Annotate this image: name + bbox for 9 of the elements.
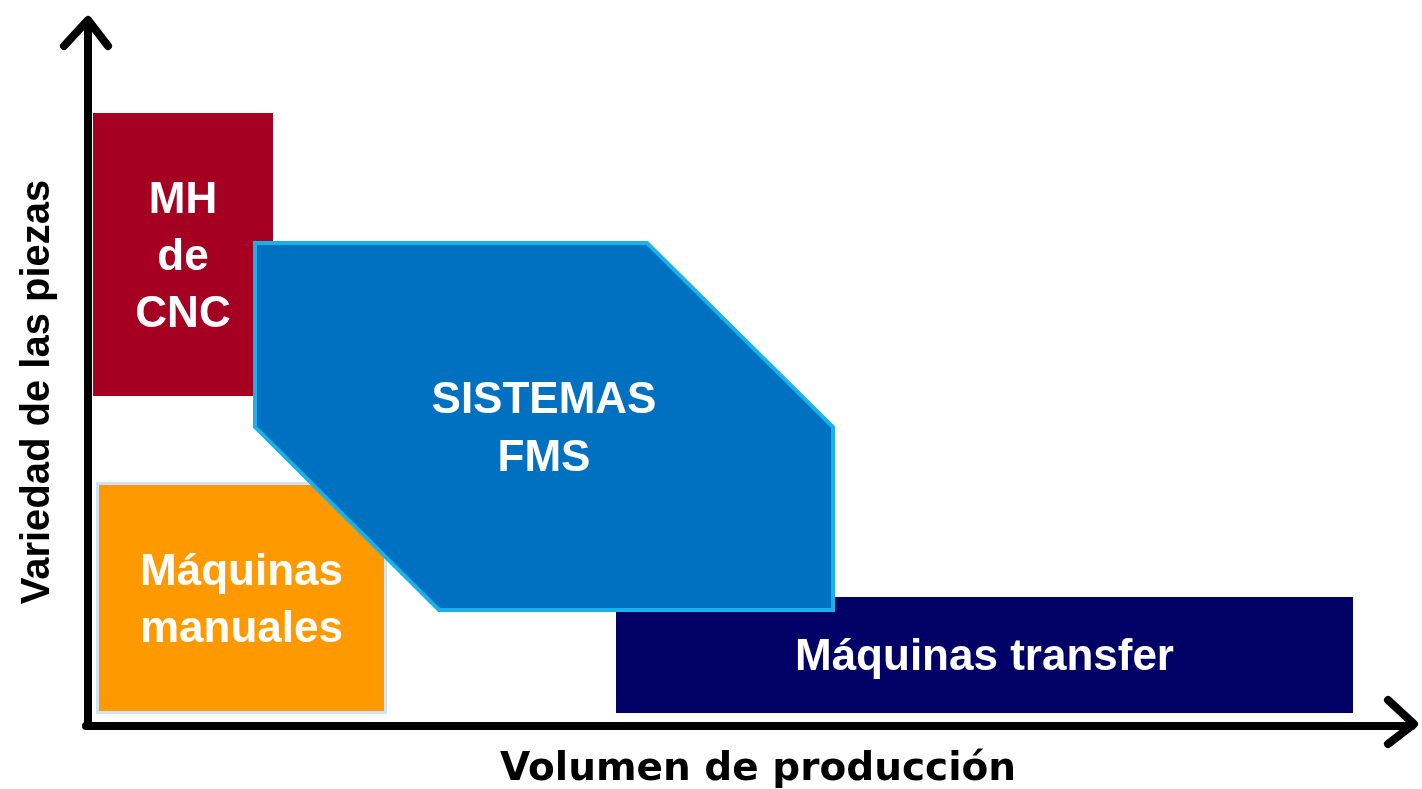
category-box (616, 597, 1353, 713)
category-box (93, 113, 273, 396)
y-axis-label: Variedad de las piezas (12, 179, 58, 605)
category-label: Máquinas manuales (139, 543, 344, 653)
category-label: Máquinas transfer (794, 629, 1175, 682)
category-label: SISTEMAS FMS (430, 372, 658, 482)
x-axis-label: Volumen de producción (499, 743, 1017, 789)
category-label: MH de CNC (134, 171, 232, 339)
category-box (96, 482, 387, 714)
